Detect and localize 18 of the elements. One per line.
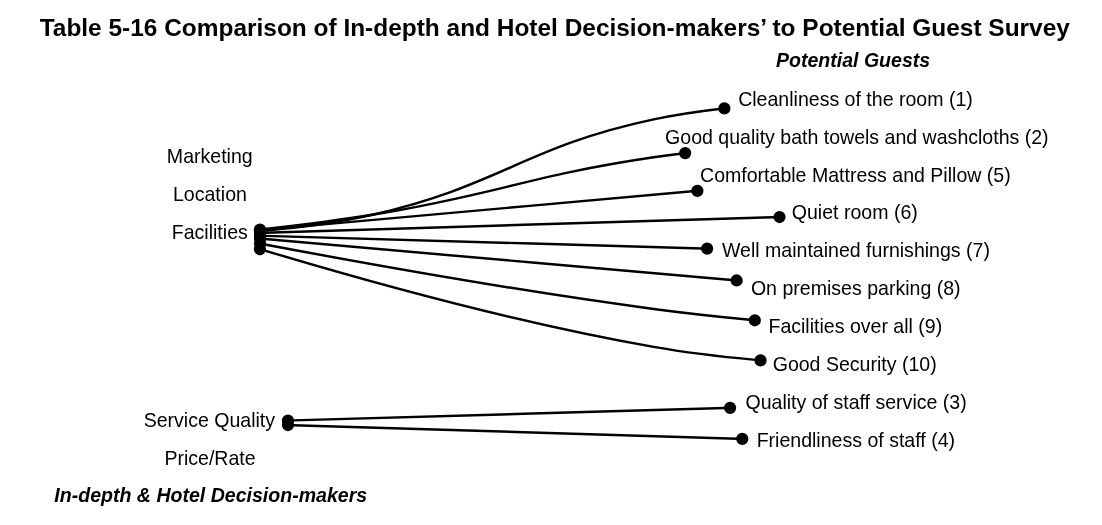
- node-text: Cleanliness of the room (1): [737, 87, 973, 110]
- node-text: On premises parking (8): [750, 277, 961, 300]
- node-text: Location: [172, 183, 247, 206]
- node-text: Comfortable Mattress and Pillow (5): [699, 163, 1011, 186]
- label: In-depth & Hotel Decision-makers: [53, 483, 367, 506]
- node-text: Facilities over all (9): [767, 315, 942, 338]
- diagram-title: Table 5-16 Comparison of In-depth and Hotel Decision-makers’ to Potential Guest Survey: [39, 14, 1070, 42]
- node-text: Friendliness of staff (4): [756, 428, 955, 451]
- node-text: Facilities: [171, 221, 248, 244]
- node-text: Good quality bath towels and washcloths (2): [664, 125, 1049, 148]
- node-text: Marketing: [166, 145, 253, 168]
- node-text: Service Quality: [143, 409, 275, 432]
- node-text: Good Security (10): [772, 353, 937, 376]
- node-text: Well maintained furnishings (7): [721, 239, 990, 262]
- node-text: Quiet room (6): [791, 201, 918, 224]
- node-text: Quality of staff service (3): [744, 391, 967, 414]
- node-text: Price/Rate: [163, 447, 256, 470]
- label: Potential Guests: [775, 48, 930, 71]
